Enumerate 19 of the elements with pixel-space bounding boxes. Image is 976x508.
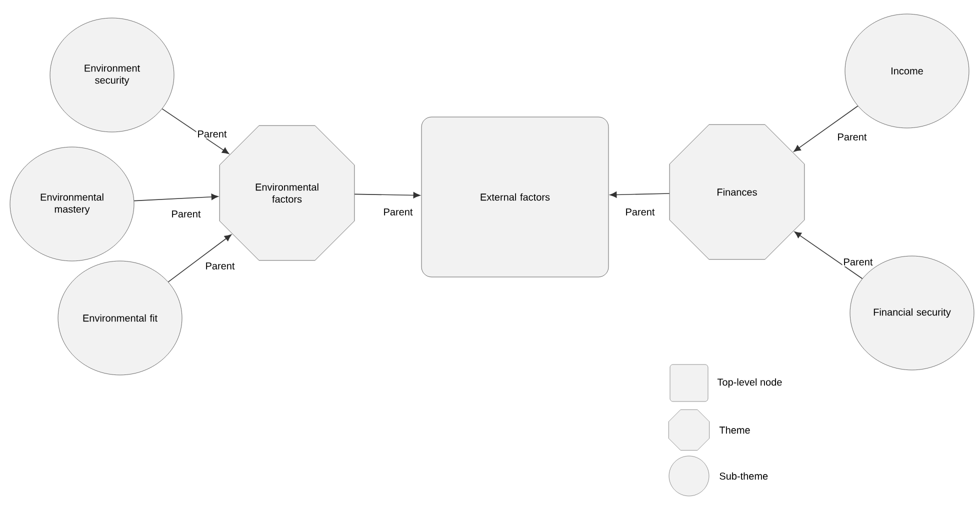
arrow (168, 234, 232, 282)
arrow (134, 194, 218, 202)
edge-label: Parent (196, 130, 228, 138)
arrow (794, 106, 858, 152)
edge-label: Parent (842, 258, 874, 266)
arrow (794, 232, 863, 280)
legend-text: Sub-theme (720, 472, 768, 480)
legend-text: Top-level node (717, 378, 782, 388)
edge-label: Parent (624, 208, 656, 216)
edge-label: Parent (836, 132, 868, 142)
edge-label: Parent (204, 262, 236, 270)
arrow (162, 108, 230, 154)
edge-label: Parent (382, 208, 414, 216)
top-level-box: External factors (421, 116, 609, 278)
theme-octagon: Finances (669, 124, 805, 260)
legend-text: Theme (719, 426, 750, 434)
arrow (354, 192, 420, 198)
edge-label: Parent (170, 210, 202, 218)
arrow (610, 192, 670, 198)
